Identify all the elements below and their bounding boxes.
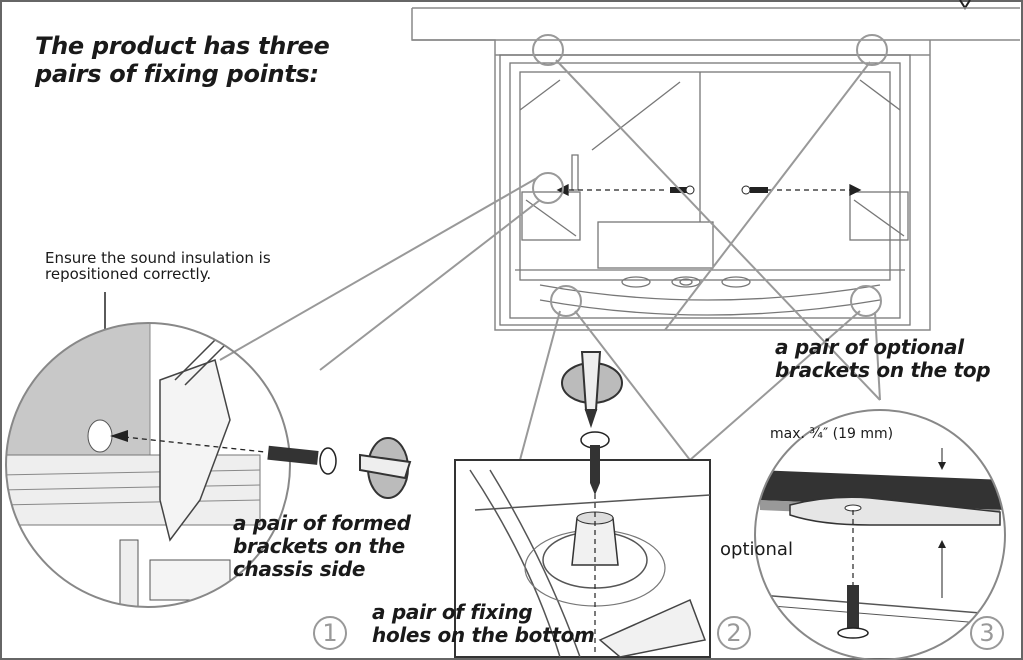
detail-1-zoom xyxy=(5,322,291,608)
page-title-line-2: pairs of fixing points: xyxy=(35,60,319,88)
insulation-note-line-1: Ensure the sound insulation is xyxy=(45,249,271,267)
fixing-point-markers xyxy=(532,34,888,317)
detail-3-zoom xyxy=(754,409,1006,660)
detail-1-label-line-3: chassis side xyxy=(233,557,366,581)
detail-2-label-line-1: a pair of fixing xyxy=(372,600,533,624)
detail-3-label-line-1: a pair of optional xyxy=(775,335,964,359)
detail-1-number: 1 xyxy=(313,616,347,650)
detail-3-optional-label: optional xyxy=(720,539,793,560)
detail-1-label-line-2: brackets on the xyxy=(233,534,405,558)
callout-lines xyxy=(219,59,881,461)
detail-2-number: 2 xyxy=(717,616,751,650)
screw-icon xyxy=(741,185,768,195)
detail-3-number: 3 xyxy=(970,616,1004,650)
detail-3-label-line-2: brackets on the top xyxy=(775,358,991,382)
cabinet-outline xyxy=(411,8,1020,331)
detail-2-label-line-2: holes on the bottom xyxy=(372,623,595,647)
rotate-arrow-icon xyxy=(561,351,623,429)
detail-3-dimension: max. ¾″ (19 mm) xyxy=(770,426,894,442)
detail-3-screw xyxy=(837,585,869,639)
detail-1-label-line-1: a pair of formed xyxy=(233,511,411,535)
detail-2-zoom xyxy=(454,440,711,658)
page-title-line-1: The product has three xyxy=(35,32,330,60)
detail-2-screw xyxy=(580,431,610,495)
dishwasher-front-view xyxy=(499,54,911,326)
dashed-screw-paths xyxy=(556,183,862,197)
detail-1-screw xyxy=(110,430,337,475)
insulation-note-line-2: repositioned correctly. xyxy=(45,265,212,283)
rotate-arrow-icon xyxy=(359,437,412,499)
